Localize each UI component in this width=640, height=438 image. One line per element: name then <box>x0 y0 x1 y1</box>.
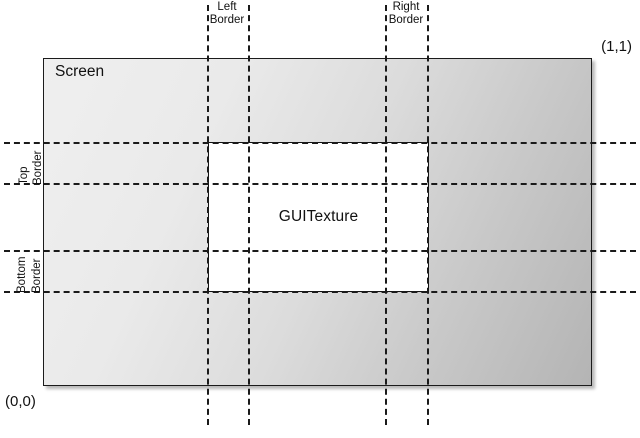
guitexture-rectangle: GUITexture <box>208 142 429 292</box>
guide-line-right-border-inner <box>385 5 387 425</box>
coordinate-bottom-left: (0,0) <box>5 393 36 410</box>
guide-line-bottom-border-outer <box>4 291 636 293</box>
guide-line-top-border-outer <box>4 142 636 144</box>
bottom-border-label-line1: Bottom <box>16 256 28 293</box>
guide-line-top-border-inner <box>4 183 636 185</box>
guide-line-bottom-border-inner <box>4 250 636 252</box>
guide-line-left-border-outer <box>207 5 209 425</box>
bottom-border-label-line2: Border <box>31 258 43 293</box>
guide-line-right-border-outer <box>427 5 429 425</box>
left-border-label-line1: Left <box>217 1 237 13</box>
left-border-label-line2: Border <box>209 13 245 26</box>
guitexture-label: GUITexture <box>278 208 359 225</box>
right-border-label-line1: Right <box>392 1 420 13</box>
guide-line-left-border-inner <box>248 5 250 425</box>
right-border-label-line2: Border <box>388 13 424 26</box>
right-border-label: Right Border <box>371 1 441 26</box>
top-border-label-line2: Border <box>32 150 44 185</box>
left-border-label: Left Border <box>192 1 262 26</box>
coordinate-top-right: (1,1) <box>601 38 632 55</box>
top-border-label-line1: Top <box>18 166 30 185</box>
screen-label: Screen <box>55 63 105 80</box>
